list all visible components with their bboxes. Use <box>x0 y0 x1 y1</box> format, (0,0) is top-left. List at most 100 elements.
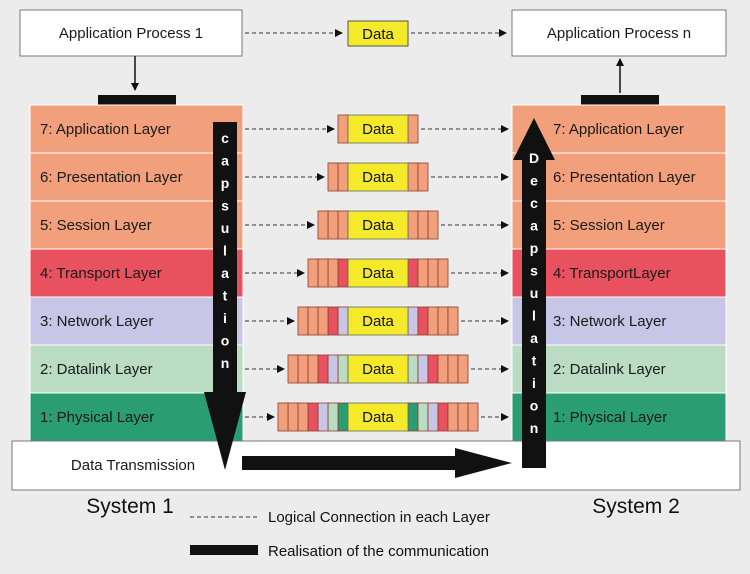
legend-logical-label: Logical Connection in each Layer <box>268 509 490 526</box>
packet-header-left <box>327 162 339 192</box>
right-layer-label: 1: Physical Layer <box>553 409 667 426</box>
packet-header-right <box>417 354 429 384</box>
packet-data-core <box>347 258 409 288</box>
packet-header-left <box>327 258 339 288</box>
packet-header-left <box>317 306 329 336</box>
packet-header-right <box>427 354 439 384</box>
left-layer-label: 7: Application Layer <box>40 121 171 138</box>
packet-5: Data <box>245 210 509 240</box>
decapsulation-letter: e <box>530 173 538 189</box>
app-process-right-label: Application Process n <box>547 25 691 42</box>
decapsulation-letter: n <box>530 420 539 436</box>
packet-data-core <box>347 306 409 336</box>
packet-header-right <box>407 354 419 384</box>
packet-header-left <box>297 354 309 384</box>
encapsulation-letter: i <box>223 310 227 326</box>
packet-header-left <box>327 306 339 336</box>
right-layer-4 <box>511 248 727 298</box>
left-layer-label: 1: Physical Layer <box>40 409 154 426</box>
encapsulation-letter: c <box>221 130 229 146</box>
left-layer-label: 4: Transport Layer <box>40 265 162 282</box>
packet-header-left <box>287 354 299 384</box>
right-layer-label: 7: Application Layer <box>553 121 684 138</box>
decapsulation-letter: a <box>530 330 538 346</box>
transmission-arrow-head <box>455 448 512 478</box>
packet-header-left <box>317 354 329 384</box>
encapsulation-letter: l <box>223 243 227 259</box>
packet-header-left <box>307 306 319 336</box>
packet-header-right <box>407 258 419 288</box>
decapsulation-letter: a <box>530 218 538 234</box>
packet-header-right <box>447 402 459 432</box>
encapsulation-letter: a <box>221 265 229 281</box>
packet-header-left <box>277 402 289 432</box>
transmission-arrow-shaft <box>242 456 455 470</box>
packet-header-right <box>407 306 419 336</box>
packet-header-right <box>437 306 449 336</box>
packet-data-label: Data <box>362 121 394 138</box>
right-layer-1 <box>511 392 727 442</box>
decapsulation-letter: u <box>530 285 539 301</box>
packet-data-label: Data <box>362 409 394 426</box>
packet-header-left <box>337 114 349 144</box>
packet-header-left <box>317 402 329 432</box>
left-layer-label: 6: Presentation Layer <box>40 169 183 186</box>
packet-data-label: Data <box>362 169 394 186</box>
packet-header-right <box>417 210 429 240</box>
legend-real-swatch <box>190 545 258 555</box>
packet-header-right <box>457 354 469 384</box>
packet-header-right <box>457 402 469 432</box>
app-process-right-box <box>511 9 727 57</box>
packet-header-left <box>337 354 349 384</box>
encapsulation-letter: u <box>221 220 230 236</box>
right-layer-2 <box>511 344 727 394</box>
encapsulation-letter: a <box>221 153 229 169</box>
transmission-label: Data Transmission <box>71 457 195 474</box>
encapsulation-letter: s <box>221 198 229 214</box>
left-layer-stack: 7: Application Layer 6: Presentation Laye… <box>29 104 244 442</box>
encapsulation-arrow-shaft <box>213 122 237 394</box>
encapsulation-letter: p <box>221 175 230 191</box>
left-layer-label: 2: Datalink Layer <box>40 361 153 378</box>
left-layer-2 <box>29 344 244 394</box>
packet-header-right <box>437 354 449 384</box>
packet-header-left <box>317 258 329 288</box>
right-layer-6 <box>511 152 727 202</box>
packet-header-right <box>437 402 449 432</box>
packet-data-label: Data <box>362 265 394 282</box>
packet-header-right <box>427 258 439 288</box>
packet-header-right <box>447 354 459 384</box>
packet-data-core <box>347 210 409 240</box>
packet-data-core <box>347 162 409 192</box>
left-layer-7 <box>29 104 244 154</box>
right-interface-bar <box>581 95 659 105</box>
packet-7: Data <box>245 114 509 144</box>
packet-header-left <box>337 402 349 432</box>
decapsulation-letter: p <box>530 240 539 256</box>
packet-2: Data <box>245 354 509 384</box>
decapsulation-letter: c <box>530 195 538 211</box>
right-layer-7 <box>511 104 727 154</box>
packet-header-left <box>287 402 299 432</box>
packet-header-right <box>417 258 429 288</box>
decapsulation-letter: o <box>530 398 539 414</box>
packet-header-left <box>297 306 309 336</box>
decapsulation-arrow-shaft <box>522 158 546 468</box>
encapsulation-letter: t <box>223 288 228 304</box>
left-layer-6 <box>29 152 244 202</box>
packet-header-left <box>337 162 349 192</box>
packet-header-right <box>407 114 419 144</box>
packet-header-left <box>337 306 349 336</box>
packet-6: Data <box>245 162 509 192</box>
packet-header-right <box>407 162 419 192</box>
encapsulation-letter: n <box>221 355 230 371</box>
right-layer-3 <box>511 296 727 346</box>
decapsulation-letter: l <box>532 308 536 324</box>
top-data-box <box>347 20 409 47</box>
packet-header-left <box>307 354 319 384</box>
